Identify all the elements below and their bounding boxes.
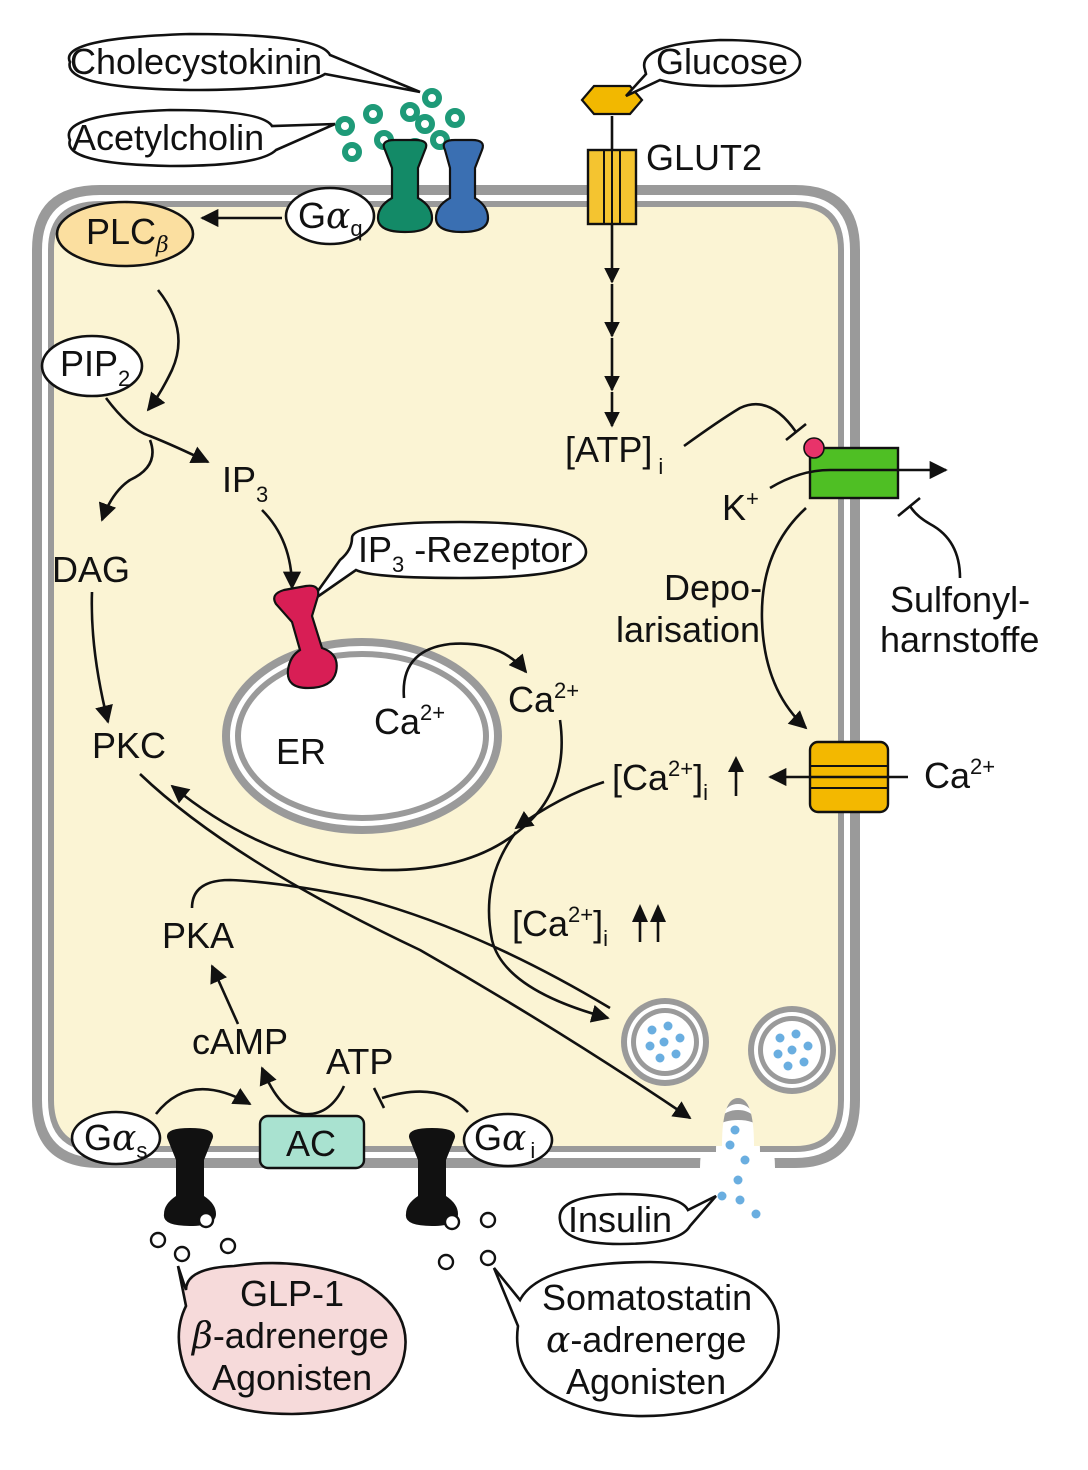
katp-channel [803,437,900,500]
glut2-label: GLUT2 [646,137,762,178]
ip3-receptor [273,584,338,690]
svg-text:Gαs: Gαs [84,1117,147,1163]
sulfonyl-inhibit-bar [897,496,921,518]
svg-text:β-adrenerge: β-adrenerge [190,1315,389,1357]
sulfonyl-inhibit-line [908,505,962,579]
ca-release-arrow [402,642,528,699]
dag-label: DAG [52,549,130,590]
adenylyl-cyclase: AC [258,1114,366,1170]
ip3-label: IP3 [222,459,268,507]
depol-label-1: Depo- [664,567,762,608]
pip2-to-ip3 [104,397,210,464]
ca-er-label: Ca2+ [374,700,445,742]
pip2: PIP2 [40,334,144,398]
somatostatin-receptor [405,1128,458,1226]
soma-label-1: Somatostatin [542,1277,752,1318]
atp-to-camp-arrow [259,1066,346,1116]
glp1-label-1: GLP-1 [240,1273,344,1314]
ligand-dots-top [335,88,465,162]
ca-to-vesicle-arrow [487,831,610,1023]
pkc-to-exocytosis-arrow [139,773,692,1120]
depol-label-2: larisation [616,609,760,650]
released-insulin [717,1125,761,1219]
ca-out-label: Ca2+ [508,678,579,720]
pka-label: PKA [162,915,234,956]
atp-label: ATP [326,1041,393,1082]
acetylcholine-receptor [434,138,490,234]
svg-text:Gαi: Gαi [474,1117,535,1163]
camp-to-pka-arrow [210,964,240,1025]
sulfonyl-label-1: Sulfonyl- [890,579,1030,620]
glucose-bubble: Glucose [625,38,802,98]
svg-text:α-adrenerge: α-adrenerge [546,1319,746,1361]
svg-text:PIP2: PIP2 [60,343,130,391]
galpha-s: Gαs [70,1110,162,1166]
plc-beta: PLCβ [55,200,195,268]
acetylcholin-bubble: Acetylcholin [67,108,336,168]
ip3-to-receptor [261,509,302,590]
k-plus-label: K+ [722,486,759,528]
ca-to-pkc-arrow [170,719,563,872]
ligand-circles-glp1 [149,1211,237,1263]
gi-inhibit-bar [372,1087,386,1109]
gi-inhibits-ac [381,1090,469,1113]
ca-i-label: [Ca2+]i [612,756,708,805]
svg-text:PLCβ: PLCβ [86,211,169,258]
sulfonyl-label-2: harnstoffe [880,619,1039,660]
depolarisation-arrow [760,507,808,730]
ligand-circles-somatostatin [437,1211,497,1271]
k-efflux-arrow [769,460,948,490]
ip3-receptor-bubble: IP3 -Rezeptor [308,520,588,604]
ca-double-up-arrow [632,904,666,942]
atp-inhibit-bar [785,422,807,442]
er-label: ER [276,731,326,772]
insulin-vesicle-2 [748,1006,836,1094]
svg-text:IP3 -Rezeptor: IP3 -Rezeptor [358,529,572,577]
plc-acts-on-pip2 [146,289,180,412]
ca-ii-label: [Ca2+]i [512,902,608,951]
cck-receptor [376,138,434,234]
glucose-label: Glucose [656,41,788,82]
pkc-label: PKC [92,725,166,766]
pip2-to-dag [98,439,154,522]
gs-stimulates-ac [154,1087,252,1115]
dag-to-pkc [90,591,113,724]
insulin-bubble: Insulin [558,1192,717,1246]
glp1-bubble: GLP-1 β-adrenerge Agonisten [176,1261,407,1416]
insulin-label: Insulin [568,1199,672,1240]
glp1-receptor [163,1128,216,1226]
atp-i-label: [ATP]i [565,429,663,479]
svg-text:Gαq: Gαq [298,195,363,241]
ca-up-arrow [728,756,744,796]
endoplasmic-reticulum [222,638,502,834]
cholecystokinin-label: Cholecystokinin [70,41,322,82]
ca-i-to-curve-arrow [514,780,605,830]
insulin-vesicle-1 [621,998,709,1086]
galpha-q: Gαq [284,186,376,246]
ca-ext-label: Ca2+ [924,754,995,796]
svg-text:AC: AC [286,1123,336,1164]
atp-inhibits-katp [683,403,798,448]
somatostatin-bubble: Somatostatin α-adrenerge Agonisten [492,1260,780,1418]
camp-label: cAMP [192,1021,288,1062]
pka-to-vesicle-line [190,878,611,1010]
soma-label-3: Agonisten [566,1361,726,1402]
cholecystokinin-bubble: Cholecystokinin [67,32,421,94]
glut2-transporter [586,148,638,226]
glp1-label-3: Agonisten [212,1357,372,1398]
acetylcholin-label: Acetylcholin [72,117,264,158]
